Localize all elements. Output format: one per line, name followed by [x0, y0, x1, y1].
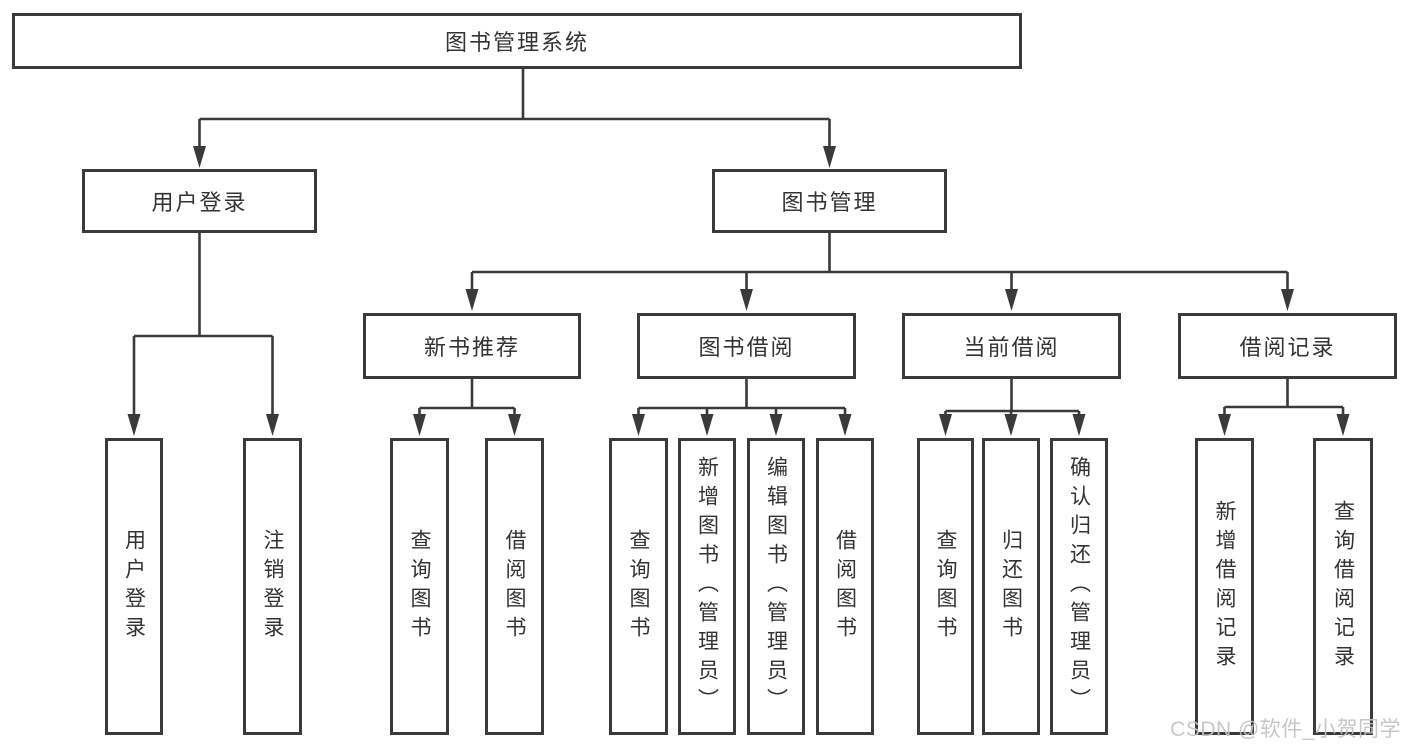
- leaf-add-book-admin: 新增图书（管理员）: [678, 438, 736, 735]
- leaf-borrow-books-2: 借阅图书: [816, 438, 874, 735]
- leaf-confirm-return-admin: 确认归还（管理员）: [1050, 438, 1108, 735]
- node-book-borrowing: 图书借阅: [637, 313, 856, 379]
- node-current-borrowing: 当前借阅: [902, 313, 1121, 379]
- node-library-management-system: 图书管理系统: [12, 13, 1022, 69]
- leaf-query-books-1: 查询图书: [390, 438, 449, 735]
- leaf-query-books-2: 查询图书: [609, 438, 668, 735]
- leaf-return-books: 归还图书: [982, 438, 1040, 735]
- leaf-edit-book-admin: 编辑图书（管理员）: [747, 438, 805, 735]
- watermark: CSDN @软件_小贺同学: [1170, 718, 1401, 741]
- leaf-borrow-books-1: 借阅图书: [485, 438, 544, 735]
- node-user-login: 用户登录: [82, 169, 317, 233]
- leaf-query-borrow-record: 查询借阅记录: [1313, 438, 1373, 735]
- node-new-book-recommendation: 新书推荐: [363, 313, 581, 379]
- leaf-add-borrow-record: 新增借阅记录: [1195, 438, 1254, 735]
- leaf-query-books-3: 查询图书: [917, 438, 974, 735]
- leaf-logout-login: 注销登录: [243, 438, 302, 735]
- leaf-user-login: 用户登录: [105, 438, 163, 735]
- node-book-management: 图书管理: [712, 169, 947, 233]
- node-borrowing-records: 借阅记录: [1178, 313, 1397, 379]
